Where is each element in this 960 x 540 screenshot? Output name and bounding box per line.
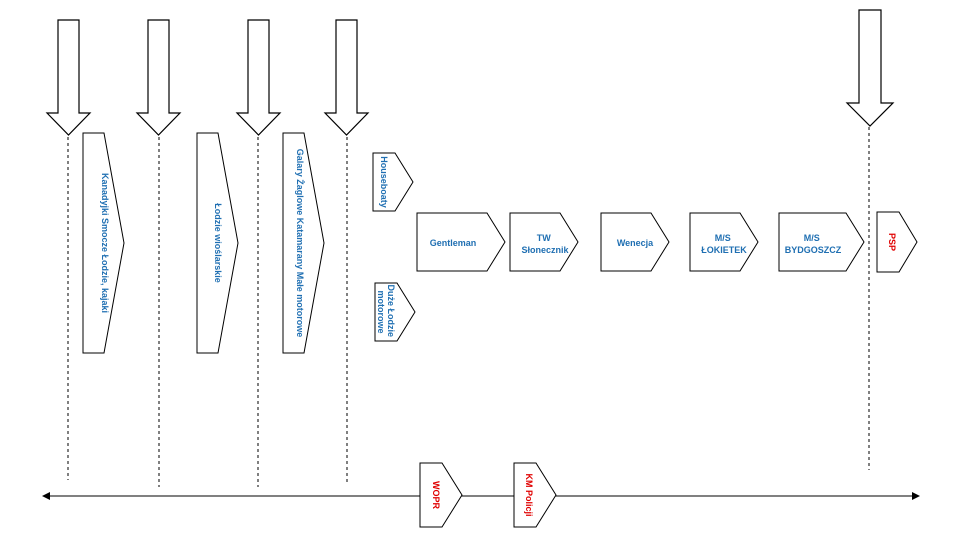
box-gentleman xyxy=(416,212,506,272)
label-gentleman: Gentleman xyxy=(430,238,477,248)
box-wopr xyxy=(419,462,463,528)
box-wenecja xyxy=(600,212,670,272)
label-wopr: WOPR xyxy=(431,481,441,509)
box-kanadyjki xyxy=(82,132,125,354)
label-ms-lokietek: M/S ŁOKIETEK xyxy=(701,233,747,255)
box-houseboaty xyxy=(372,152,414,212)
label-duze-lodzie-line2: motorowe xyxy=(376,290,386,333)
label-duze-lodzie-line1: Duże Łodzie xyxy=(386,284,396,337)
down-arrow-4 xyxy=(323,19,370,136)
box-duze-lodzie xyxy=(374,282,416,342)
label-ms-1: M/S xyxy=(715,233,731,243)
down-arrow-1 xyxy=(45,19,92,136)
down-arrow-2 xyxy=(135,19,182,136)
label-ms-2: M/S xyxy=(804,233,820,243)
label-psp: PSP xyxy=(887,233,897,251)
label-kanadyjki: Kanadyjki Smocze Łodzie, kajaki xyxy=(100,173,110,313)
label-duze-lodzie: Duże Łodzie motorowe xyxy=(376,284,396,339)
label-wenecja: Wenecja xyxy=(617,238,654,248)
label-houseboaty: Houseboaty xyxy=(379,156,389,208)
box-lodzie-wioslarskie xyxy=(196,132,239,354)
box-ms-lokietek xyxy=(689,212,759,272)
label-lokietek: ŁOKIETEK xyxy=(701,245,747,255)
timeline-right-arrowhead xyxy=(912,492,920,500)
down-arrow-5 xyxy=(845,9,895,127)
label-bydgoszcz: BYDGOSZCZ xyxy=(785,245,842,255)
box-ms-bydgoszcz xyxy=(778,212,865,272)
label-km-policji: KM Policji xyxy=(524,473,534,516)
label-slonecznik: Słonecznik xyxy=(521,245,569,255)
label-tw: TW xyxy=(537,233,551,243)
box-psp xyxy=(876,211,918,273)
label-ms-bydgoszcz: M/S BYDGOSZCZ xyxy=(785,233,842,255)
box-km-policji xyxy=(513,462,557,528)
label-tw-slonecznik: TW Słonecznik xyxy=(521,233,569,255)
down-arrow-3 xyxy=(235,19,282,136)
label-galary: Galary Żaglowe Katamarany Małe motorowe xyxy=(295,149,305,338)
box-galary xyxy=(282,132,325,354)
timeline-left-arrowhead xyxy=(42,492,50,500)
label-lodzie-wioslarskie: Łodzie wioślarskie xyxy=(213,203,223,283)
box-tw-slonecznik xyxy=(509,212,579,272)
